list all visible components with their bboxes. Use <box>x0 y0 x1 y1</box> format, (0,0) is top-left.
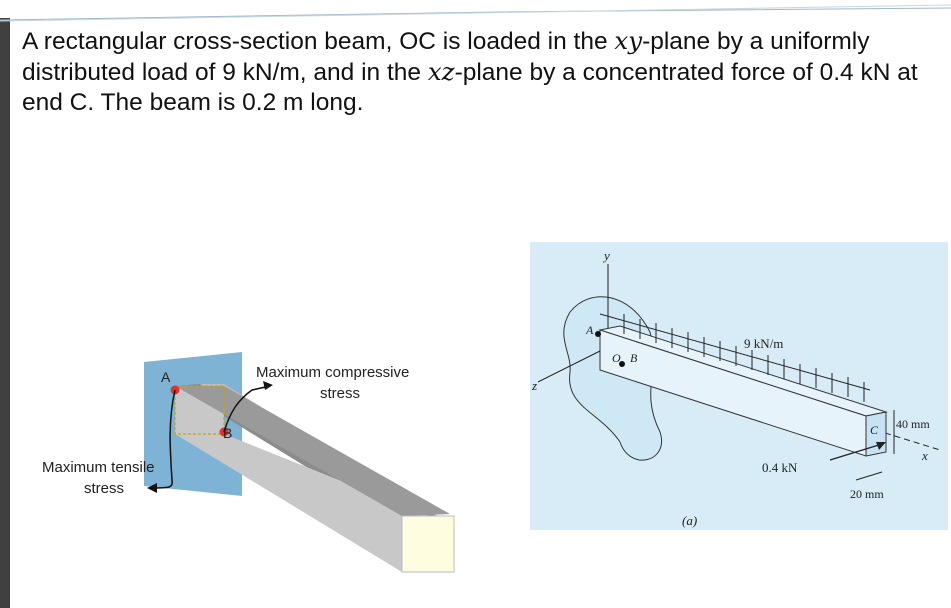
compressive-arrowhead <box>263 381 273 390</box>
plane-xz: xz <box>427 57 455 86</box>
x-axis-label: x <box>921 448 928 463</box>
beam-stress-figure: A B Maximum compressive stress Maximum t… <box>42 352 455 573</box>
tensile-label-1: Maximum tensile <box>42 459 155 476</box>
loading-diagram: y z x 9 kN/m A O B C 0.4 kN 40 mm 20 mm … <box>530 242 948 530</box>
y-axis-label: y <box>602 248 610 263</box>
label-a: A <box>585 323 594 337</box>
label-c: C <box>870 423 879 437</box>
point-b-dot <box>619 361 625 367</box>
compressive-leader <box>223 385 271 433</box>
z-axis-label: z <box>531 378 537 393</box>
compressive-label-1: Maximum compressive <box>256 364 409 381</box>
tensile-arrowhead <box>147 483 157 493</box>
force-label: 0.4 kN <box>762 460 798 475</box>
plane-xy: xy <box>614 26 643 55</box>
distributed-load-label: 9 kN/m <box>744 336 783 351</box>
force-arrow <box>829 443 883 461</box>
distributed-load-arrows <box>599 313 871 402</box>
label-o: O <box>612 351 621 365</box>
label-b: B <box>630 351 638 365</box>
width-dim-line <box>855 471 883 481</box>
tensile-label-2: stress <box>84 480 124 497</box>
point-a-dot <box>595 331 601 337</box>
beam-end-face <box>401 515 455 573</box>
beam-front-face <box>175 386 454 572</box>
point-b-label: B <box>223 425 232 441</box>
section-outline <box>174 385 225 435</box>
problem-text-1: A rectangular cross-section beam, OC is … <box>22 28 615 55</box>
tensile-leader <box>149 389 176 489</box>
height-dim-label: 40 mm <box>896 417 930 431</box>
problem-statement: A rectangular cross-section beam, OC is … <box>22 26 932 118</box>
problem-text-2: -plane by a uniformly distributed load o… <box>22 28 870 86</box>
compressive-label-2: stress <box>320 385 360 402</box>
left-edge-bar <box>0 18 10 608</box>
top-decoration <box>0 4 951 22</box>
point-a-label: A <box>161 369 171 385</box>
figure-caption: (a) <box>682 513 697 528</box>
width-dim-label: 20 mm <box>850 487 884 501</box>
beam-upper-face <box>175 386 450 516</box>
force-arrowhead <box>876 442 886 450</box>
z-axis <box>537 346 609 383</box>
problem-text-3: -plane by a concentrated force of 0.4 kN… <box>22 59 918 116</box>
